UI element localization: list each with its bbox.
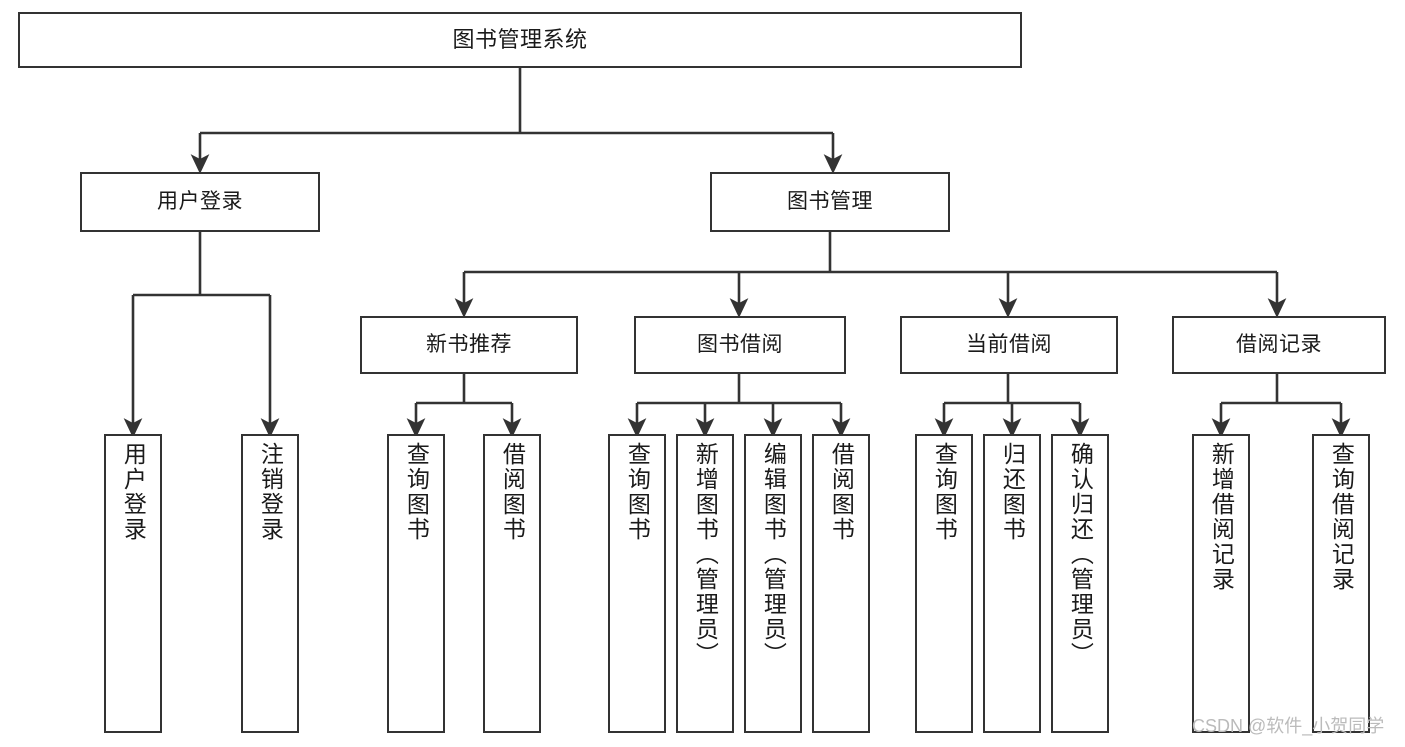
node-label: 用户登录 [120,442,147,542]
node-leaf-query-book-1[interactable]: 查询图书 [387,434,445,733]
node-label: 借阅图书 [499,442,526,542]
node-root[interactable]: 图书管理系统 [18,12,1022,68]
node-label: 归还图书 [999,442,1026,542]
node-label: 图书管理系统 [452,27,588,53]
node-label: 图书管理 [787,189,873,213]
node-book-manage[interactable]: 图书管理 [710,172,950,232]
node-label: 查询图书 [931,442,958,542]
node-leaf-return-book[interactable]: 归还图书 [983,434,1041,733]
node-label: 新增借阅记录 [1208,442,1235,592]
node-label: 当前借阅 [966,332,1052,356]
node-leaf-confirm-return[interactable]: 确认归还（管理员） [1051,434,1109,733]
node-leaf-user-login[interactable]: 用户登录 [104,434,162,733]
node-new-book-recommend[interactable]: 新书推荐 [360,316,578,374]
node-label: 查询图书 [403,442,430,542]
node-leaf-query-book-3[interactable]: 查询图书 [915,434,973,733]
node-leaf-query-book-2[interactable]: 查询图书 [608,434,666,733]
node-label: 编辑图书（管理员） [760,442,787,667]
node-leaf-borrow-book-2[interactable]: 借阅图书 [812,434,870,733]
node-book-borrow[interactable]: 图书借阅 [634,316,846,374]
node-label: 图书借阅 [697,332,783,356]
node-label: 用户登录 [157,189,243,213]
node-label: 查询借阅记录 [1328,442,1355,592]
node-leaf-edit-book[interactable]: 编辑图书（管理员） [744,434,802,733]
node-label: 注销登录 [257,442,284,542]
node-label: 查询图书 [624,442,651,542]
node-leaf-borrow-book-1[interactable]: 借阅图书 [483,434,541,733]
node-current-borrow[interactable]: 当前借阅 [900,316,1118,374]
node-label: 确认归还（管理员） [1067,442,1094,667]
node-label: 新书推荐 [426,332,512,356]
node-leaf-query-record[interactable]: 查询借阅记录 [1312,434,1370,733]
node-leaf-add-record[interactable]: 新增借阅记录 [1192,434,1250,733]
node-label: 新增图书（管理员） [692,442,719,667]
watermark-text: CSDN @软件_小贺同学 [1192,716,1385,736]
node-leaf-logout-login[interactable]: 注销登录 [241,434,299,733]
node-label: 借阅图书 [828,442,855,542]
node-leaf-add-book[interactable]: 新增图书（管理员） [676,434,734,733]
node-label: 借阅记录 [1236,332,1322,356]
node-user-login[interactable]: 用户登录 [80,172,320,232]
node-borrow-record[interactable]: 借阅记录 [1172,316,1386,374]
